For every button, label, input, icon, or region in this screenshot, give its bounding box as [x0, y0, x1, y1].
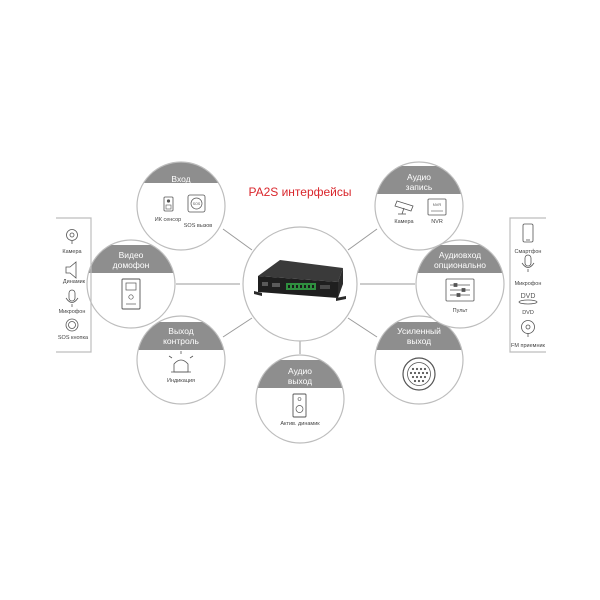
node-audio-out-title: выход	[288, 376, 312, 386]
intercom-panel-icon	[121, 278, 141, 310]
ir-sensor-icon	[163, 196, 174, 212]
node-audio-record-title: Аудио	[407, 172, 431, 182]
microphone-icon	[68, 289, 76, 302]
node-audio-out: Аудио выход Актив. динамик	[255, 354, 345, 444]
dvd-logo-text: DVD	[521, 293, 536, 300]
nvr-icon: NVR	[427, 198, 447, 216]
node-video-intercom-title: Видео	[119, 250, 144, 260]
left-panel-item: Динамик	[63, 279, 86, 285]
right-panel-item: Микрофон	[515, 281, 542, 287]
center-device-node	[242, 226, 358, 342]
connector-input	[222, 228, 253, 251]
node-output-control: Выход контроль Индикация	[136, 315, 226, 405]
connector-amplified-out	[347, 317, 378, 338]
microphone-icon	[524, 254, 532, 267]
pa2s-device-image	[254, 260, 346, 301]
node-amplified-out: Усиленный выход	[374, 315, 464, 405]
node-audio-in-optional-title: Аудиовход	[439, 250, 481, 260]
connector-output-control	[222, 317, 253, 338]
connector-lines	[176, 228, 415, 354]
node-audio-in-optional-title: опционально	[434, 260, 486, 270]
node-input-title: Вход	[171, 174, 190, 184]
smartphone-icon	[522, 223, 534, 243]
horn-speaker-icon	[402, 357, 436, 391]
sos-button-icon	[65, 318, 79, 332]
node-audio-out-title: Аудио	[288, 366, 312, 376]
sos-call-icon	[187, 194, 206, 213]
node-audio-record-item: Камера	[394, 219, 414, 225]
node-audio-record-title: запись	[406, 182, 433, 192]
right-panel-item: Смартфон	[515, 249, 542, 255]
node-audio-in-optional: Аудиовход опционально Пульт	[415, 239, 505, 329]
beacon-light-icon	[168, 351, 194, 373]
node-audio-out-item: Актив. динамик	[280, 421, 320, 427]
node-amplified-out-title: выход	[407, 336, 431, 346]
node-output-control-title: контроль	[163, 336, 199, 346]
active-speaker-icon	[292, 393, 307, 418]
node-input: Вход SOS ИК сенсор SOS вызов	[136, 161, 226, 251]
left-panel-item: Камера	[62, 249, 82, 255]
speaker-horn-icon	[65, 261, 77, 279]
diagram-title: PA2S интерфейсы	[248, 185, 351, 199]
connector-audio-record	[347, 228, 378, 251]
node-input-item: ИК сенсор	[155, 217, 181, 223]
node-input-item: SOS вызов	[184, 223, 213, 229]
node-video-intercom-title: домофон	[113, 260, 150, 270]
node-audio-record-item: NVR	[431, 219, 443, 225]
node-audio-record: Аудио запись NVR Камера NVR	[374, 161, 464, 251]
node-output-control-item: Индикация	[167, 378, 195, 384]
left-panel-item: Микрофон	[59, 309, 86, 315]
right-panel-item: FM приемник	[511, 343, 546, 349]
sos-icon-text: SOS	[193, 202, 201, 206]
nvr-icon-text: NVR	[433, 202, 442, 207]
fm-receiver-icon	[521, 320, 535, 334]
left-device-panel: Камера Динамик Микрофон SOS кнопка	[56, 217, 92, 353]
right-panel-item: DVD	[522, 310, 534, 316]
node-audio-in-optional-item: Пульт	[453, 308, 468, 314]
mixer-console-icon	[445, 278, 475, 302]
node-output-control-title: Выход	[168, 326, 193, 336]
node-amplified-out-title: Усиленный	[397, 326, 441, 336]
node-video-intercom: Видео домофон	[86, 239, 176, 329]
left-panel-item: SOS кнопка	[58, 335, 89, 341]
camera-icon	[66, 229, 78, 241]
right-device-panel: DVD Смартфон Микрофон DVD FM приемник	[509, 217, 546, 353]
cctv-camera-icon	[394, 200, 414, 215]
dvd-disc-icon	[518, 299, 538, 305]
